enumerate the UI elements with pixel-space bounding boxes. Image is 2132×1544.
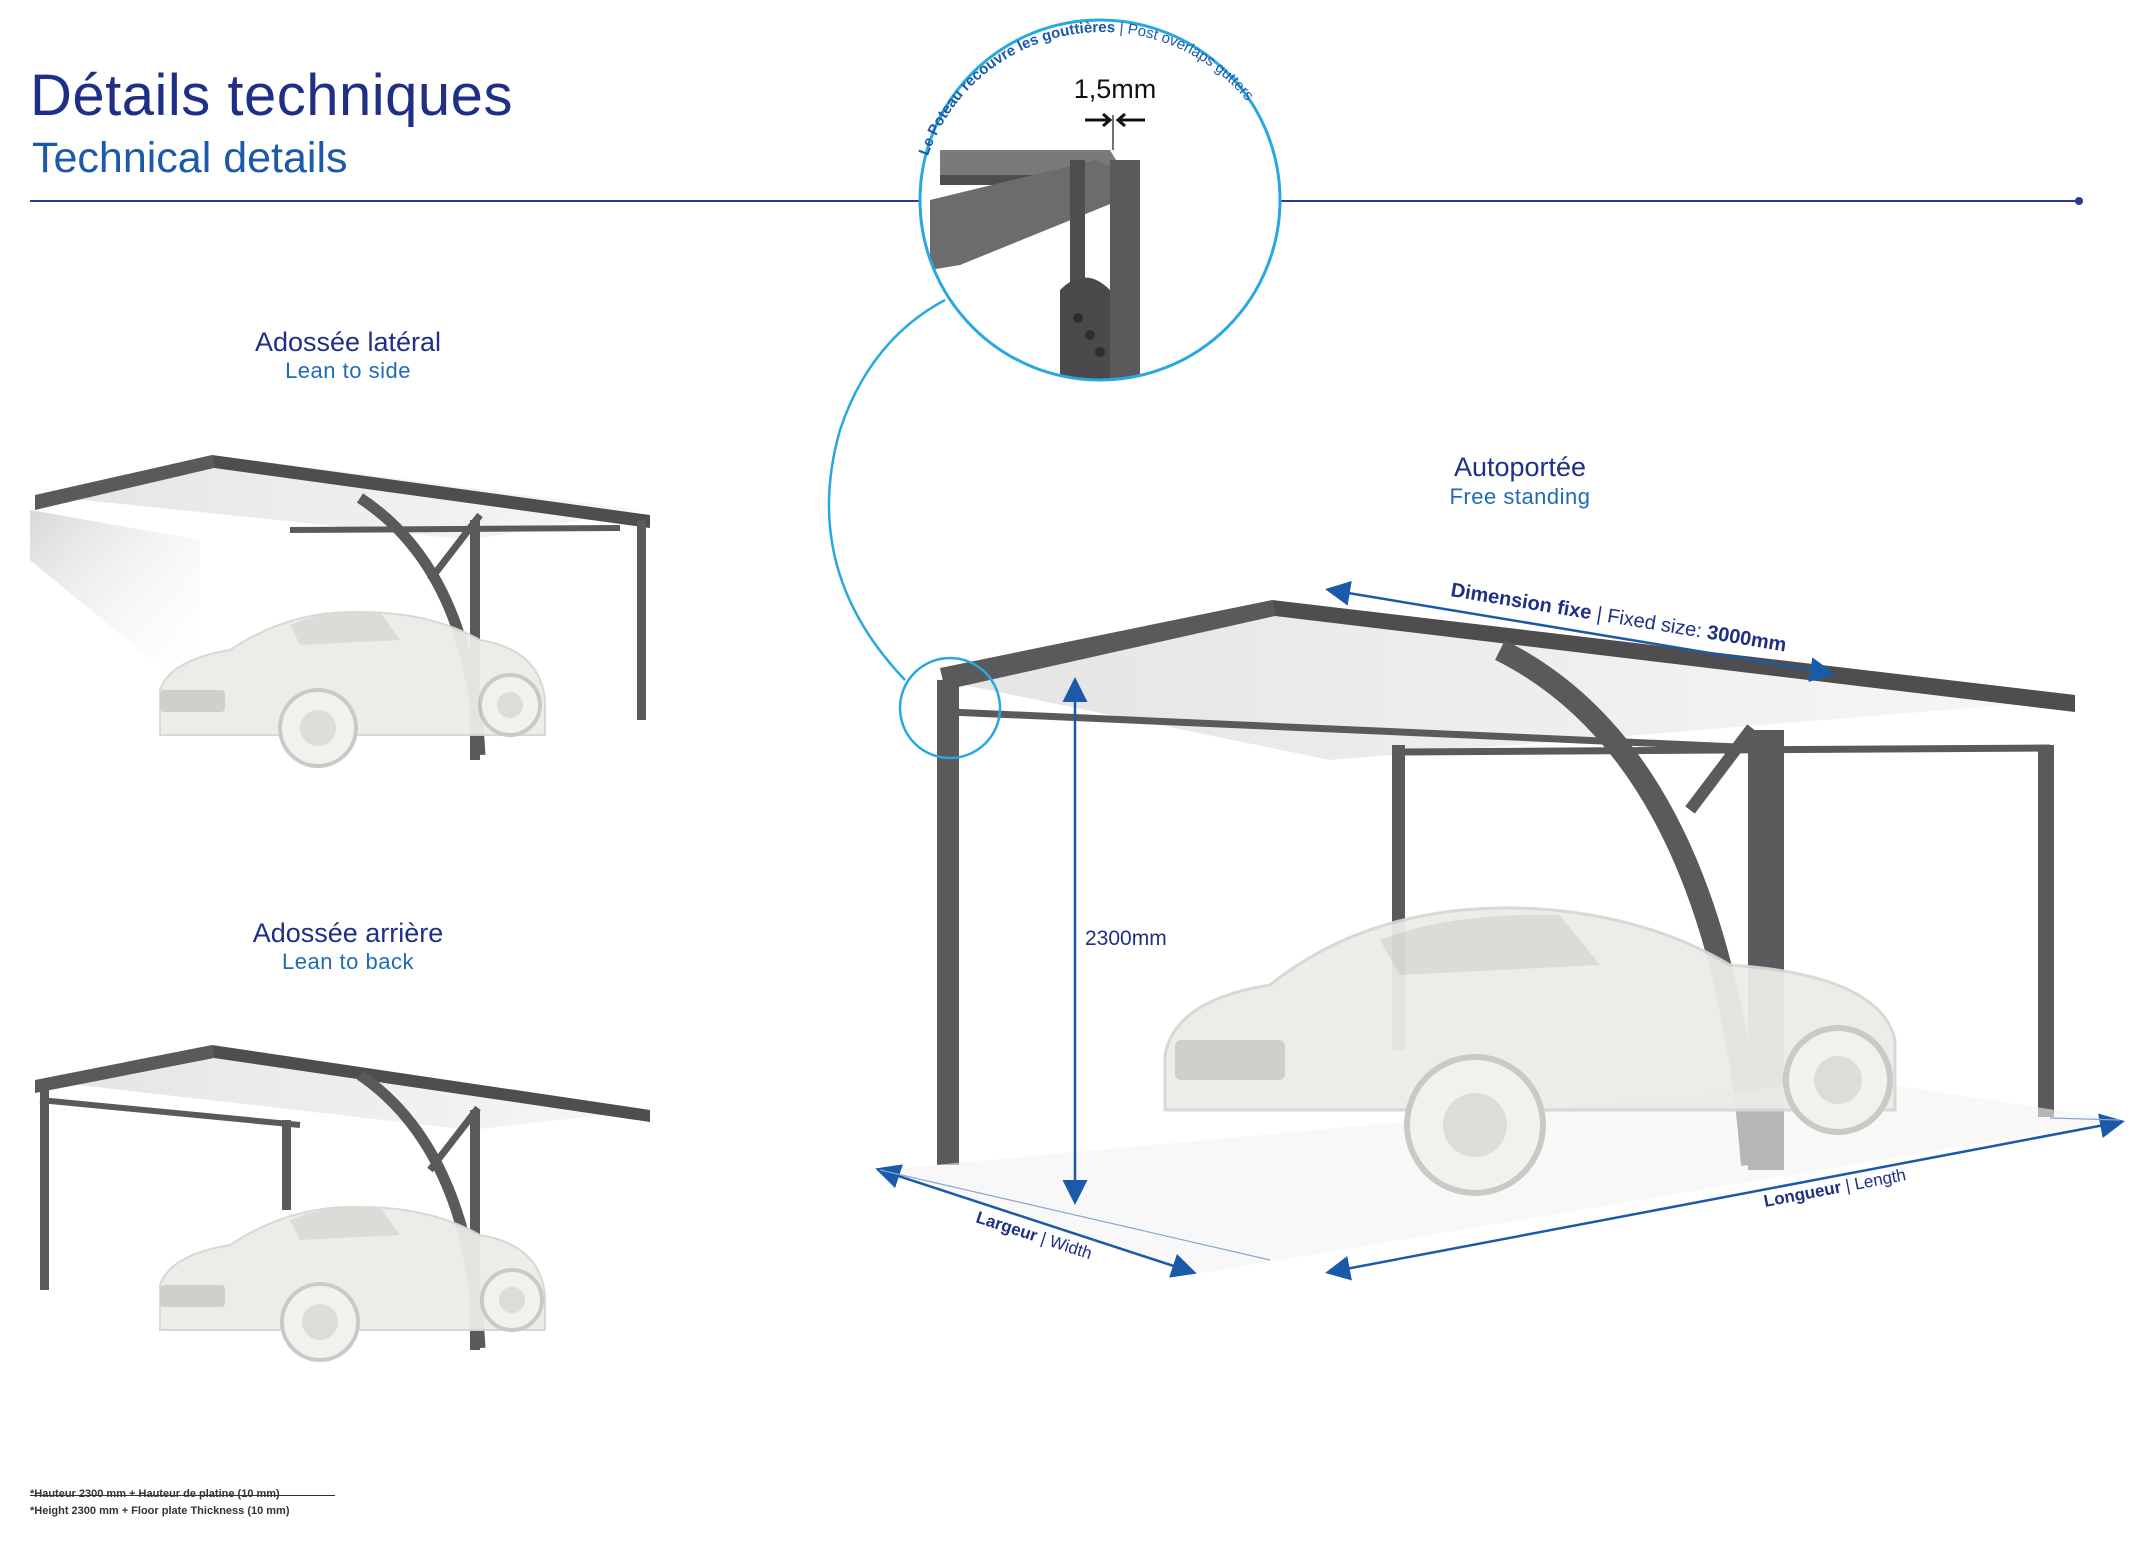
side-view-subtitle: Lean to side [285,358,411,383]
footnote-en: *Height 2300 mm + Floor plate Thickness … [30,1505,290,1517]
thickness-arrow-right [1115,112,1145,128]
roof-gutter-side [212,455,650,528]
length-bottom-dimension-line [1325,1113,2125,1281]
post [937,680,959,1165]
roof-panel [35,1045,650,1130]
side-view-title: Adossée latéral [254,327,442,357]
roof-gutter-front [35,455,214,510]
extension-line [879,1169,1271,1261]
post [637,520,646,720]
post [40,1090,49,1290]
extension-line [2049,1117,2121,1121]
post [282,1120,291,1210]
free-standing-carport [875,580,2125,1281]
diagonal-brace [427,1105,481,1173]
roof-beam [289,525,621,533]
thickness-label: 1,5mm [1074,74,1157,104]
header-divider-dot [2075,197,2083,205]
roof-panel [35,455,640,540]
free-view-subtitle: Free standing [1449,484,1591,509]
length-top-dimension-line [1325,580,1835,683]
post [470,1110,480,1350]
car-illustration [159,610,546,768]
car-illustration [159,1205,546,1362]
thickness-arrow-left [1085,112,1113,128]
roof-beam [1399,744,2051,756]
callout-connector [827,298,946,681]
roof-gutter-front [940,600,1275,690]
page-title: Détails techniques [30,63,513,128]
side-lean-carport [30,455,650,768]
roof-beam [39,1097,301,1128]
post [2038,745,2054,1117]
detail-magnifier [918,18,1282,382]
height-label: 2300mm [1085,927,1167,950]
diagonal-brace [1685,724,1757,814]
free-view-title: Autoportée [1453,452,1587,482]
wall-shadow [30,510,200,700]
back-view-title: Adossée arrière [252,918,444,948]
page-subtitle: Technical details [32,134,348,182]
footnote-divider [30,1495,335,1496]
roof-gutter-side [212,1045,650,1122]
roof-gutter-front [35,1045,214,1093]
diagonal-brace [427,512,483,583]
footnote-fr: *Hauteur 2300 mm + Hauteur de platine (1… [30,1488,280,1500]
width-dimension-line [875,1164,1197,1278]
callout-small-circle [898,656,1002,760]
back-lean-carport [35,1045,650,1362]
back-view-subtitle: Lean to back [282,949,414,974]
